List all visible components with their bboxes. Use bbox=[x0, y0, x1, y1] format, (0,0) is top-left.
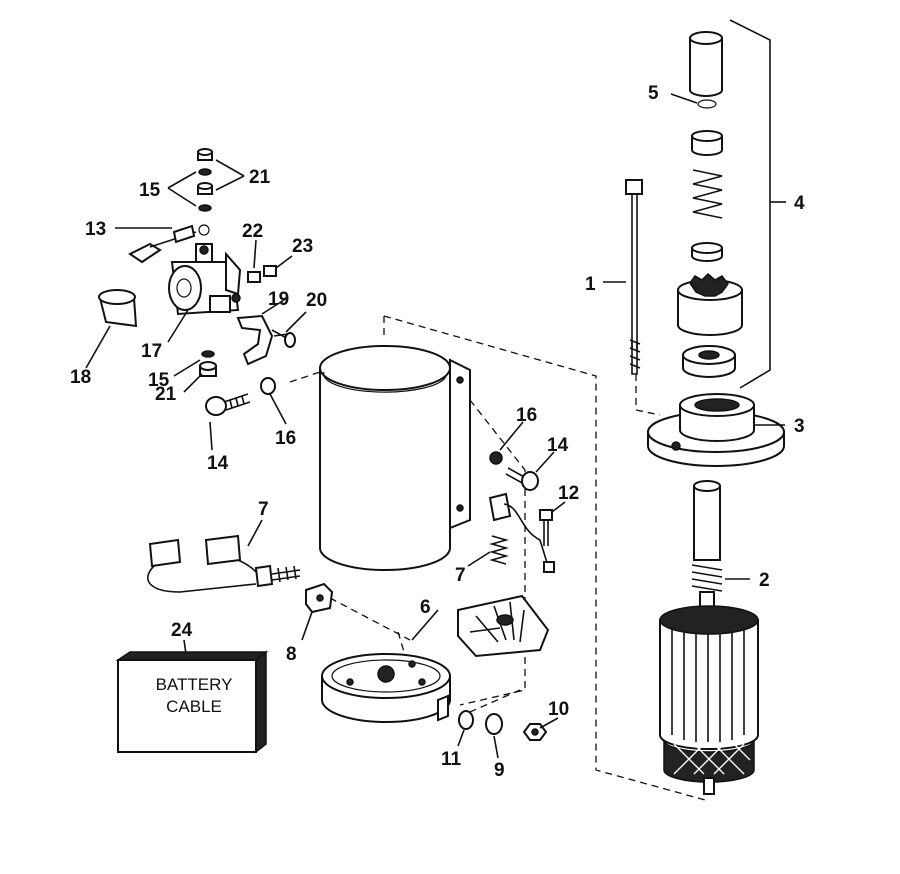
callout-7-right: 7 bbox=[455, 565, 466, 586]
leader-lines bbox=[85, 93, 786, 759]
drive-parts bbox=[677, 31, 743, 378]
washer-part-9 bbox=[485, 713, 503, 735]
callout-21-top: 21 bbox=[249, 167, 271, 188]
callout-9: 9 bbox=[494, 760, 505, 781]
battery-box-line2: CABLE bbox=[166, 697, 222, 716]
boot-part-18 bbox=[98, 289, 138, 328]
terminal-part-8 bbox=[305, 582, 334, 614]
callout-20: 20 bbox=[306, 290, 327, 311]
end-plate-part-3 bbox=[647, 393, 785, 467]
callout-18: 18 bbox=[70, 367, 91, 388]
callout-7-left: 7 bbox=[258, 499, 269, 520]
callout-4: 4 bbox=[794, 193, 805, 214]
washer-part-11 bbox=[458, 710, 474, 730]
washer-part-16-left bbox=[260, 377, 276, 395]
callout-19: 19 bbox=[268, 289, 289, 310]
assembly-dashed-lines bbox=[289, 315, 706, 801]
callout-2: 2 bbox=[759, 570, 770, 591]
callout-21-lower: 21 bbox=[155, 384, 177, 405]
callout-14-right: 14 bbox=[547, 435, 569, 456]
callout-24: 24 bbox=[171, 620, 193, 641]
battery-box-line1: BATTERY bbox=[156, 675, 233, 694]
callout-8: 8 bbox=[286, 644, 297, 665]
screw-part-14-left bbox=[205, 393, 251, 416]
brush-holder-part-6 bbox=[457, 594, 550, 658]
callout-16-left: 16 bbox=[275, 428, 296, 449]
callout-12: 12 bbox=[558, 483, 579, 504]
screw-part-12 bbox=[539, 509, 553, 546]
armature-part-2 bbox=[659, 480, 759, 795]
through-bolt-part-1 bbox=[625, 179, 643, 375]
battery-cable-box-part-24: BATTERY CABLE bbox=[115, 650, 269, 754]
callout-14-left: 14 bbox=[207, 453, 229, 474]
nut-part-22 bbox=[247, 271, 261, 283]
callout-6: 6 bbox=[420, 597, 431, 618]
brush-spring-part-7-right bbox=[488, 492, 555, 573]
brush-set-part-7-left bbox=[147, 534, 301, 593]
solenoid-part-17 bbox=[168, 243, 242, 316]
callout-15-lower: 15 bbox=[148, 370, 170, 391]
callout-15-top: 15 bbox=[139, 180, 161, 201]
bracket-part-4 bbox=[729, 19, 771, 389]
callout-17: 17 bbox=[141, 341, 162, 362]
callout-16-right: 16 bbox=[516, 405, 537, 426]
lead-wire-part-13 bbox=[128, 224, 210, 264]
callout-3: 3 bbox=[794, 416, 805, 437]
screw-part-20 bbox=[271, 329, 296, 348]
callout-11: 11 bbox=[441, 749, 462, 770]
nut-part-23 bbox=[263, 265, 277, 277]
callout-1: 1 bbox=[585, 274, 596, 295]
callout-13: 13 bbox=[85, 219, 106, 240]
end-cap bbox=[321, 653, 451, 723]
callout-10: 10 bbox=[548, 699, 569, 720]
callout-23: 23 bbox=[292, 236, 313, 257]
callout-5: 5 bbox=[648, 83, 659, 104]
nuts-washers-top bbox=[197, 148, 213, 212]
callout-22: 22 bbox=[242, 221, 263, 242]
callout-labels: 1 2 3 4 5 6 7 7 8 9 10 11 12 13 14 14 15… bbox=[70, 83, 805, 781]
washer-part-16-right bbox=[489, 451, 503, 465]
nuts-washers-lower bbox=[199, 350, 217, 377]
screw-part-14-right bbox=[505, 467, 539, 491]
motor-housing bbox=[319, 345, 471, 571]
strap-part-19 bbox=[236, 314, 274, 366]
